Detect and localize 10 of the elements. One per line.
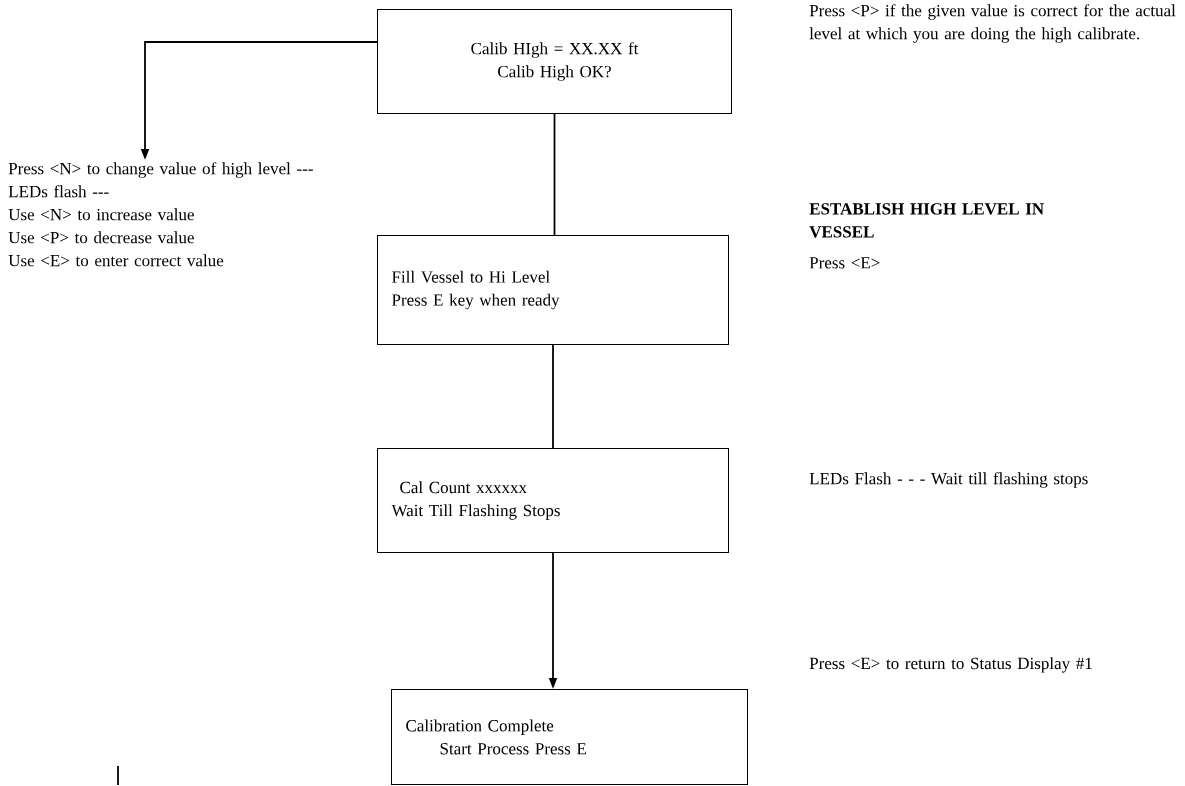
display-box: Cal Count xxxxxx Wait Till Flashing Stops	[377, 448, 729, 553]
display-box: Calib HIgh = XX.XX ft Calib High OK?	[377, 9, 732, 114]
display-box: Fill Vessel to Hi Level Press E key when ready	[377, 235, 729, 345]
note-text: ESTABLISH HIGH LEVEL IN VESSEL	[809, 203, 1044, 238]
note-text: Press <E> to return to Status Display #1	[809, 657, 1092, 673]
instruction-text: Press <N> to change value of high level --- LEDs flash --- Use <N> to increase value Use <P> to decrease value Use <E> to enter correct value	[8, 162, 313, 267]
note-text: LEDs Flash - - - Wait till flashing stops	[809, 472, 1088, 488]
display-box: Calibration Complete Start Process Press E	[391, 689, 748, 785]
note-text: Press <P> if the given value is correct for the actual level at which you are doing the high calibrate.	[809, 4, 1176, 43]
note-text: Press <E>	[809, 257, 880, 269]
